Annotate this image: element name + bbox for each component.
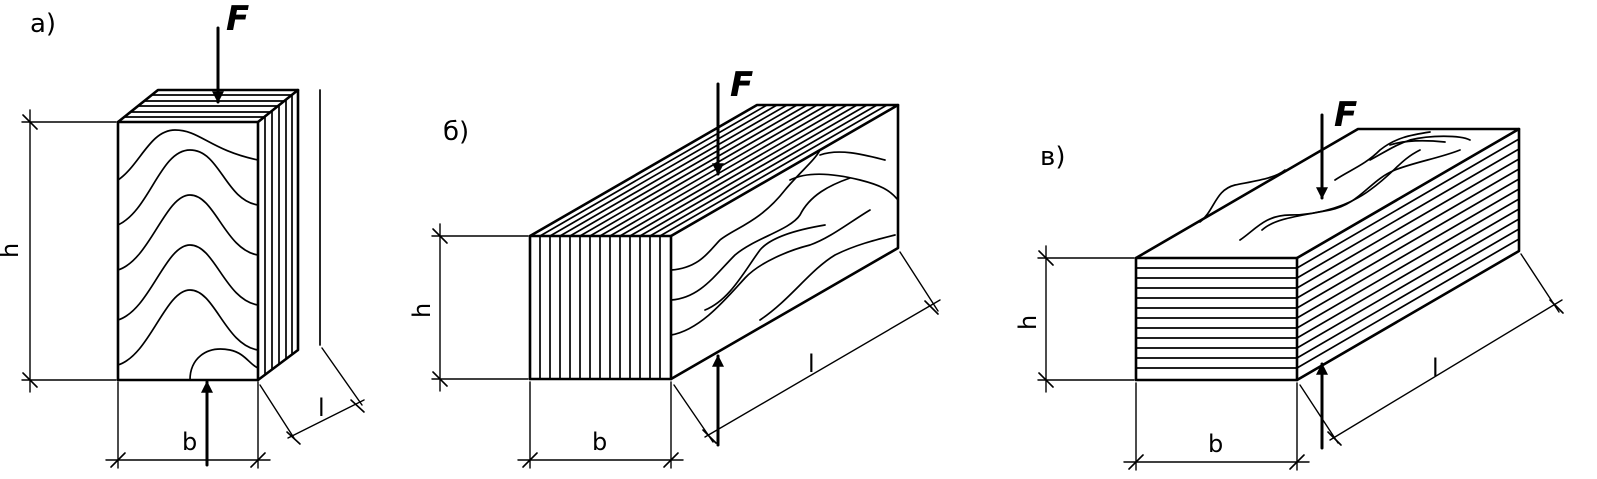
figure-c: в) bbox=[1014, 95, 1564, 471]
figure-b-b-label: b bbox=[592, 428, 607, 456]
figure-b-side-face bbox=[669, 103, 900, 381]
figure-b-dimension-h: h bbox=[408, 223, 529, 392]
figure-c-force-label: F bbox=[1334, 95, 1357, 135]
figure-c-dimension-h: h bbox=[1014, 245, 1135, 393]
figure-a-l-label: l bbox=[318, 394, 325, 422]
figure-a-b-label: b bbox=[182, 428, 197, 456]
figure-b-top-grain bbox=[539, 104, 888, 237]
figure-a-h-label: h bbox=[0, 243, 24, 258]
figure-c-dimension-l: l bbox=[1299, 253, 1564, 446]
figure-a-dimension-l: l bbox=[259, 347, 365, 445]
figure-b: б) bbox=[408, 65, 941, 469]
figure-c-label: в) bbox=[1040, 142, 1065, 172]
figure-a-side-grain bbox=[264, 89, 321, 376]
figure-c-front-grain bbox=[1135, 267, 1298, 369]
figure-a-side-face bbox=[256, 88, 300, 382]
figure-a-dimension-h: h bbox=[0, 109, 117, 393]
figure-b-l-label: l bbox=[808, 350, 815, 378]
figure-a-growth-rings bbox=[117, 129, 259, 381]
figure-a-force-label: F bbox=[226, 0, 249, 39]
figure-a: а) bbox=[0, 0, 365, 469]
figure-c-growth-rings bbox=[1199, 131, 1471, 241]
figure-b-label: б) bbox=[443, 117, 469, 147]
figure-a-dimension-b: b bbox=[105, 381, 271, 469]
figure-c-l-label: l bbox=[1432, 354, 1439, 382]
figure-a-front-face bbox=[116, 120, 260, 382]
figure-b-front-grain bbox=[539, 235, 661, 380]
figure-c-side-grain bbox=[1296, 138, 1520, 369]
figure-c-h-label: h bbox=[1014, 315, 1042, 330]
figure-a-label: а) bbox=[30, 9, 56, 39]
figure-c-b-label: b bbox=[1208, 430, 1223, 458]
figure-b-dimension-b: b bbox=[517, 381, 684, 469]
figure-c-front-face bbox=[1134, 256, 1299, 382]
figure-b-force-label: F bbox=[730, 65, 753, 105]
figure-b-dimension-l: l bbox=[673, 251, 941, 444]
figure-b-h-label: h bbox=[408, 303, 436, 318]
figure-c-dimension-b: b bbox=[1123, 382, 1310, 471]
figure-c-top-face bbox=[1134, 127, 1521, 260]
figure-b-growth-rings bbox=[670, 149, 899, 336]
figure-c-side-face bbox=[1295, 127, 1521, 382]
